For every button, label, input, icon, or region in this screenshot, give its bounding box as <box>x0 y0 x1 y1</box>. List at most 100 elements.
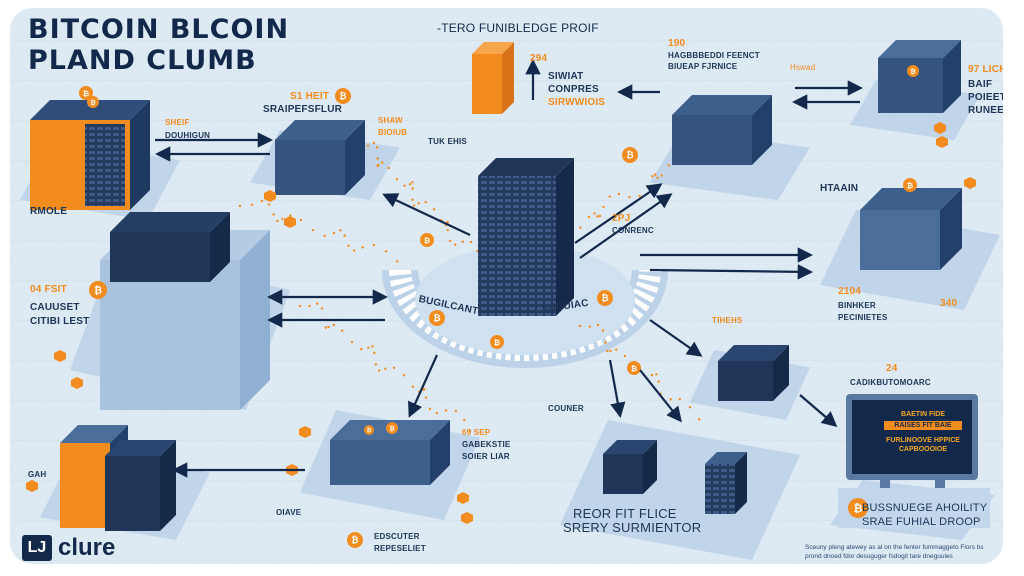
bitcoin-block-top <box>472 42 514 54</box>
label-text: SRAE FUHIAL DROOP <box>862 516 981 528</box>
label-text: COUNER <box>548 404 584 413</box>
bitcoin-icon <box>420 233 434 247</box>
building-left-top-side <box>130 100 150 210</box>
label-number: 69 SEP <box>462 428 491 437</box>
bitcoin-icon <box>597 290 613 306</box>
data-dot <box>272 213 275 216</box>
data-dot <box>281 217 284 221</box>
label-text: BUSSNUEGE AHOILITY <box>862 502 988 514</box>
data-dot <box>412 204 416 207</box>
data-dot <box>598 214 602 218</box>
label-number: 97 LICH <box>968 64 1003 75</box>
data-dot <box>376 157 379 160</box>
mining-rig <box>275 120 365 195</box>
data-dot <box>411 385 415 388</box>
label-number: 190 <box>668 38 686 49</box>
bitcoin-glyph: ₿ <box>626 150 633 160</box>
bitcoin-glyph: ₿ <box>351 535 358 545</box>
data-dot <box>324 326 327 329</box>
wallet-device-right-front <box>105 456 160 531</box>
arrow <box>799 394 838 428</box>
data-dot <box>428 407 432 411</box>
data-dot <box>361 246 364 249</box>
data-dot <box>316 302 319 305</box>
label-number: 294 <box>530 53 548 64</box>
bitcoin-glyph: ₿ <box>854 503 863 515</box>
data-dot <box>374 363 378 366</box>
label-number: 340 <box>940 298 958 309</box>
label-text: CITIBI LEST <box>30 316 90 327</box>
central-server-tower-front <box>478 176 556 316</box>
mining-rig-top <box>275 120 365 140</box>
bitcoin-icon <box>364 425 374 435</box>
building-left-top-rack <box>85 124 125 206</box>
data-dot <box>469 240 473 244</box>
data-dot <box>638 194 641 197</box>
label-cauuset: CAUUSET CITIBI LEST <box>30 301 89 329</box>
label-number: 04 FSIT <box>30 284 67 295</box>
bitcoin-glyph: ₿ <box>433 313 440 323</box>
data-dot <box>424 396 428 399</box>
hex-badge-icon <box>936 136 948 148</box>
bitcoin-glyph: ₿ <box>83 89 89 98</box>
exchange-roof-front <box>110 232 210 282</box>
label-text: SIWIAT <box>548 71 584 82</box>
data-dot <box>403 184 406 187</box>
label-text: CONRENC <box>612 226 654 235</box>
payment-terminal-side <box>430 420 450 485</box>
data-dot <box>395 177 399 181</box>
server-node <box>672 95 772 165</box>
bitcoin-block-front <box>472 54 502 114</box>
data-dot <box>651 175 654 178</box>
screen-line: FURLINOOVE HPPICE <box>886 437 960 444</box>
data-dot <box>396 260 399 263</box>
data-dot <box>424 200 427 204</box>
bitcoin-icon <box>907 65 919 77</box>
mining-rig-front <box>275 140 345 195</box>
label-text: HTAAIN <box>820 183 859 194</box>
bitcoin-glyph: ₿ <box>631 364 637 373</box>
hex-badge-icon <box>964 177 976 189</box>
data-dot <box>343 234 346 237</box>
data-dot <box>384 367 387 370</box>
bitcoin-icon <box>429 310 445 326</box>
data-dot <box>653 173 657 176</box>
hex-badge-icon <box>457 492 469 504</box>
data-dot <box>276 219 279 223</box>
node-top-right-side <box>943 40 961 113</box>
secure-cube-side <box>643 440 657 494</box>
mini-server <box>705 452 747 514</box>
title-line-1: BITCOIN BLCOIN <box>28 14 290 45</box>
data-dot <box>392 366 396 369</box>
bitcoin-icon <box>87 96 99 108</box>
hardware-wallet-front <box>718 361 773 401</box>
screen-line: BAETIN FIDE <box>901 411 945 418</box>
label-text: BIUEAP FJRNICE <box>668 62 738 71</box>
node-stacked <box>860 188 962 270</box>
data-dot <box>655 373 658 376</box>
label-text: SOIER LIAR <box>462 452 510 461</box>
data-dot <box>609 349 612 353</box>
page-title: BITCOIN BLCOIN PLAND CLUMB <box>28 14 289 76</box>
bitcoin-block <box>472 42 514 114</box>
label-text: GABEKSTIE <box>462 440 511 449</box>
central-server-tower-top <box>478 158 574 176</box>
bitcoin-glyph: ₿ <box>424 236 430 245</box>
secure-cube <box>603 440 657 494</box>
bitcoin-icon <box>903 178 917 192</box>
data-dot <box>332 323 336 327</box>
node-top-right-top <box>878 40 961 58</box>
brand-logo: LJ clure <box>22 534 115 562</box>
arrow <box>408 354 439 418</box>
data-dot <box>688 406 692 409</box>
monitor-stand <box>880 480 890 490</box>
data-dot <box>377 163 380 167</box>
secure-cube-front <box>603 454 643 494</box>
label-text: CAUUSET <box>30 302 80 313</box>
exchange-roof-top <box>110 212 230 232</box>
node-stacked-front <box>860 210 940 270</box>
label-text: TUK EHIS <box>428 137 467 146</box>
node-top-right-front <box>878 58 943 113</box>
data-dot <box>448 239 452 243</box>
data-dot <box>323 234 326 237</box>
